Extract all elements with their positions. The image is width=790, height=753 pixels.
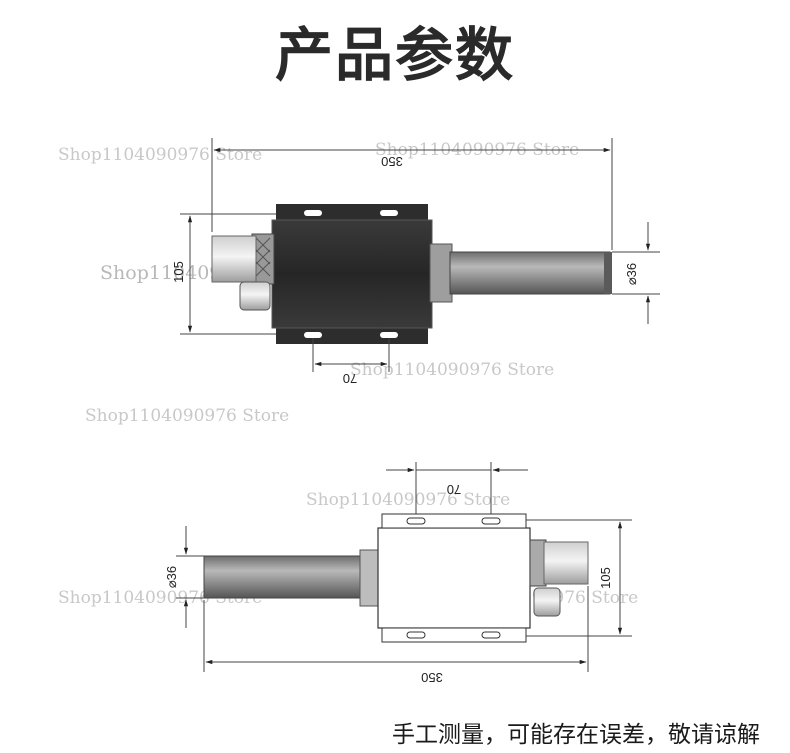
- heating-tube-2: [203, 555, 365, 599]
- top-view: 350 105 70 ⌀36: [171, 138, 660, 386]
- top-mount-plate-2: [381, 513, 527, 529]
- cable-gland: [239, 281, 271, 311]
- footer-note: 手工测量，可能存在误差，敬请谅解: [392, 722, 760, 748]
- watermark-1: Shop1104090976 Store: [58, 145, 263, 165]
- air-inlet: [211, 235, 257, 283]
- top-height-label: 105: [171, 261, 186, 283]
- heater-body-2: [377, 527, 531, 629]
- bottom-mount-plate: [276, 326, 428, 344]
- fan-grille: [255, 237, 271, 277]
- bottom-height-label: 105: [598, 567, 613, 589]
- top-mount-plate: [276, 204, 428, 222]
- watermark-6: Shop1104090976 Store: [306, 490, 511, 510]
- cable-gland-2: [533, 587, 561, 617]
- watermark-5: Shop1104090976 Store: [85, 406, 290, 426]
- nozzle-flange: [429, 243, 453, 303]
- bottom-length-label: 350: [421, 670, 443, 685]
- top-length-label: 350: [381, 154, 403, 169]
- top-diameter-label: ⌀36: [624, 263, 639, 285]
- bottom-spacing-label: 70: [447, 482, 461, 497]
- bottom-mount-plate-2: [381, 627, 527, 643]
- air-inlet-2: [543, 541, 589, 585]
- watermark-4: Shop1104090976 Store: [350, 360, 555, 380]
- bottom-view: 70 105 ⌀36 350: [164, 462, 632, 685]
- mount-slots-2: [406, 517, 501, 639]
- heater-body: [271, 219, 433, 329]
- tube-end: [604, 252, 612, 294]
- bottom-diameter-label: ⌀36: [164, 566, 179, 588]
- heating-tube: [449, 251, 611, 295]
- page-title: 产品参数: [274, 21, 515, 89]
- top-spacing-label: 70: [343, 371, 357, 386]
- mount-slots: [304, 210, 398, 338]
